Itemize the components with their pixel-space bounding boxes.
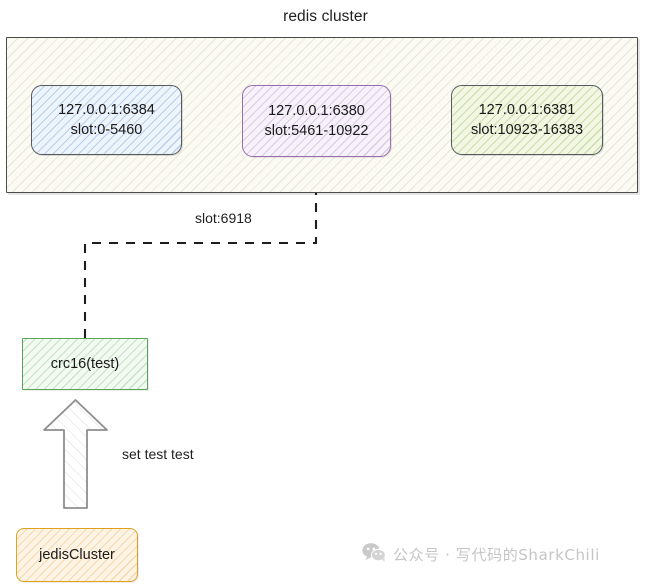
node-address: 127.0.0.1:6381	[478, 102, 576, 118]
node-address: 127.0.0.1:6380	[268, 103, 365, 119]
node-slot-range: slot:0-5460	[70, 122, 143, 138]
edge-label-set-test-test: set test test	[122, 446, 194, 462]
watermark-text: 公众号 · 写代码的SharkChili	[393, 546, 600, 564]
jediscluster-label: jedisCluster	[39, 547, 115, 563]
node-slot-range: slot:5461-10922	[264, 123, 369, 139]
cluster-node-6380[interactable]: 127.0.0.1:6380 slot:5461-10922	[242, 85, 391, 157]
crc16-box[interactable]: crc16(test)	[22, 338, 148, 390]
jediscluster-box[interactable]: jedisCluster	[16, 528, 138, 582]
crc16-label: crc16(test)	[50, 356, 120, 372]
cluster-node-6384[interactable]: 127.0.0.1:6384 slot:0-5460	[31, 85, 182, 155]
edge-label-slot-6918: slot:6918	[195, 210, 252, 226]
wechat-icon	[362, 543, 386, 566]
node-slot-range: slot:10923-16383	[470, 122, 584, 138]
edge-client-to-crc	[43, 399, 108, 509]
node-address: 127.0.0.1:6384	[58, 102, 155, 118]
watermark: 公众号 · 写代码的SharkChili	[362, 543, 600, 566]
cluster-node-6381[interactable]: 127.0.0.1:6381 slot:10923-16383	[451, 85, 603, 155]
page-title: redis cluster	[283, 8, 368, 25]
